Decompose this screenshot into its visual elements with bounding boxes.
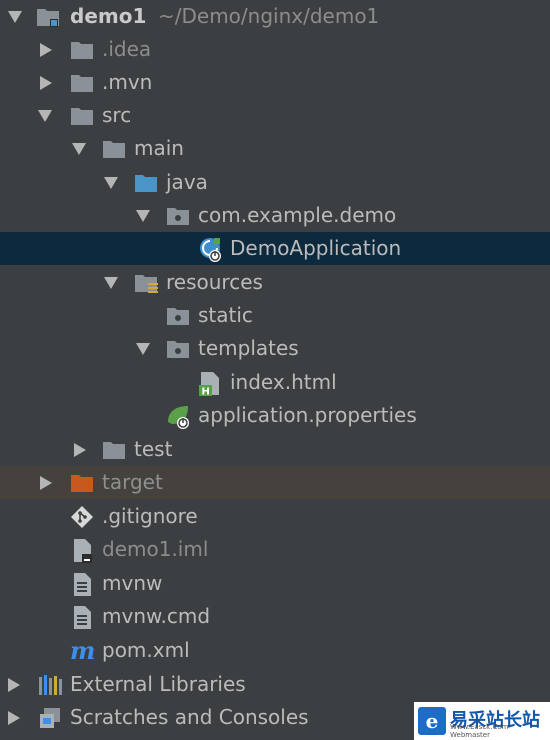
project-path: ~/Demo/nginx/demo1 [158,4,380,28]
svg-text:m: m [70,639,95,663]
tree-label-index-html: index.html [230,370,337,394]
tree-row-main[interactable]: main [0,132,550,165]
iml-file-icon [70,538,94,563]
tree-label-test: test [134,437,173,461]
project-name: demo1 [70,4,147,28]
spring-boot-class-icon [198,237,222,262]
tree-label-application-properties: application.properties [198,403,417,427]
collapse-arrow-icon[interactable] [8,678,20,692]
folder-icon [70,38,94,62]
maven-icon: m [70,636,95,665]
text-file-icon [70,605,94,629]
collapse-arrow-icon[interactable] [40,76,52,90]
tree-row-demo1[interactable]: demo1 ~/Demo/nginx/demo1 [0,0,550,33]
tree-row-demo-application[interactable]: DemoApplication [0,232,550,265]
tree-row-resources[interactable]: resources [0,266,550,299]
expand-arrow-icon[interactable] [136,210,150,222]
folder-icon [102,137,126,161]
tree-row-mvn[interactable]: .mvn [0,66,550,99]
tree-label-templates: templates [198,336,299,360]
expand-arrow-icon[interactable] [104,177,118,189]
tree-label-mvn: .mvn [102,70,153,94]
tree-row-idea[interactable]: .idea [0,33,550,66]
tree-label-pom-xml: pom.xml [102,638,190,662]
tree-label-resources: resources [166,270,263,294]
tree-label-gitignore: .gitignore [102,504,198,528]
libraries-icon [38,673,62,697]
expand-arrow-icon[interactable] [136,343,150,355]
watermark-logo: e 易采站长站 Www.Easck.Com Webmaster [414,702,550,740]
tree-label-scratches: Scratches and Consoles [70,705,309,729]
tree-row-external-libraries[interactable]: External Libraries [0,668,550,701]
tree-row-target[interactable]: target [0,466,550,499]
expand-arrow-icon[interactable] [104,277,118,289]
expand-arrow-icon[interactable] [72,143,86,155]
tree-row-demo1-iml[interactable]: demo1.iml [0,533,550,566]
tree-row-application-properties[interactable]: application.properties [0,399,550,432]
package-icon [166,337,190,361]
tree-row-mvnw[interactable]: mvnw [0,567,550,600]
expand-arrow-icon[interactable] [8,11,22,23]
tree-label-mvnw-cmd: mvnw.cmd [102,604,211,628]
folder-icon [102,438,126,462]
source-folder-icon [134,171,158,195]
tree-row-pom-xml[interactable]: m pom.xml [0,634,550,667]
tree-row-gitignore[interactable]: .gitignore [0,500,550,533]
tree-label-external-libraries: External Libraries [70,672,246,696]
tree-row-mvnw-cmd[interactable]: mvnw.cmd [0,600,550,633]
tree-row-templates[interactable]: templates [0,332,550,365]
tree-label-demo-application: DemoApplication [230,236,402,260]
tree-label-src: src [102,103,132,127]
resources-folder-icon [134,271,158,295]
tree-row-package[interactable]: com.example.demo [0,199,550,232]
collapse-arrow-icon[interactable] [40,43,52,57]
excluded-folder-icon [70,471,94,495]
watermark-subtext: Www.Easck.Com Webmaster [450,723,509,739]
scratches-icon [38,706,62,730]
tree-row-index-html[interactable]: H index.html [0,366,550,399]
package-icon [166,204,190,228]
tree-row-static[interactable]: static [0,299,550,332]
folder-icon [70,71,94,95]
tree-label-package: com.example.demo [198,203,397,227]
package-icon [166,304,190,328]
tree-label-mvnw: mvnw [102,571,163,595]
tree-row-src[interactable]: src [0,99,550,132]
tree-label-static: static [198,303,253,327]
svg-text:H: H [202,387,210,398]
tree-row-java[interactable]: java [0,166,550,199]
tree-label-demo1-iml: demo1.iml [102,537,209,561]
tree-label-main: main [134,136,184,160]
tree-label-java: java [166,170,208,194]
spring-properties-icon [166,404,190,429]
watermark-text: 易采站长站 [450,710,540,731]
tree-label-target: target [102,470,163,494]
collapse-arrow-icon[interactable] [74,443,86,457]
git-icon [70,505,94,529]
watermark-logo-icon: e [418,707,446,735]
collapse-arrow-icon[interactable] [8,711,20,725]
folder-icon [70,104,94,128]
html-file-icon: H [198,371,222,398]
module-folder-icon [36,5,60,29]
collapse-arrow-icon[interactable] [40,476,52,490]
tree-row-scratches[interactable]: Scratches and Consoles [0,701,550,734]
text-file-icon [70,572,94,596]
tree-label-idea: .idea [102,37,152,61]
tree-row-test[interactable]: test [0,433,550,466]
expand-arrow-icon[interactable] [38,110,52,122]
